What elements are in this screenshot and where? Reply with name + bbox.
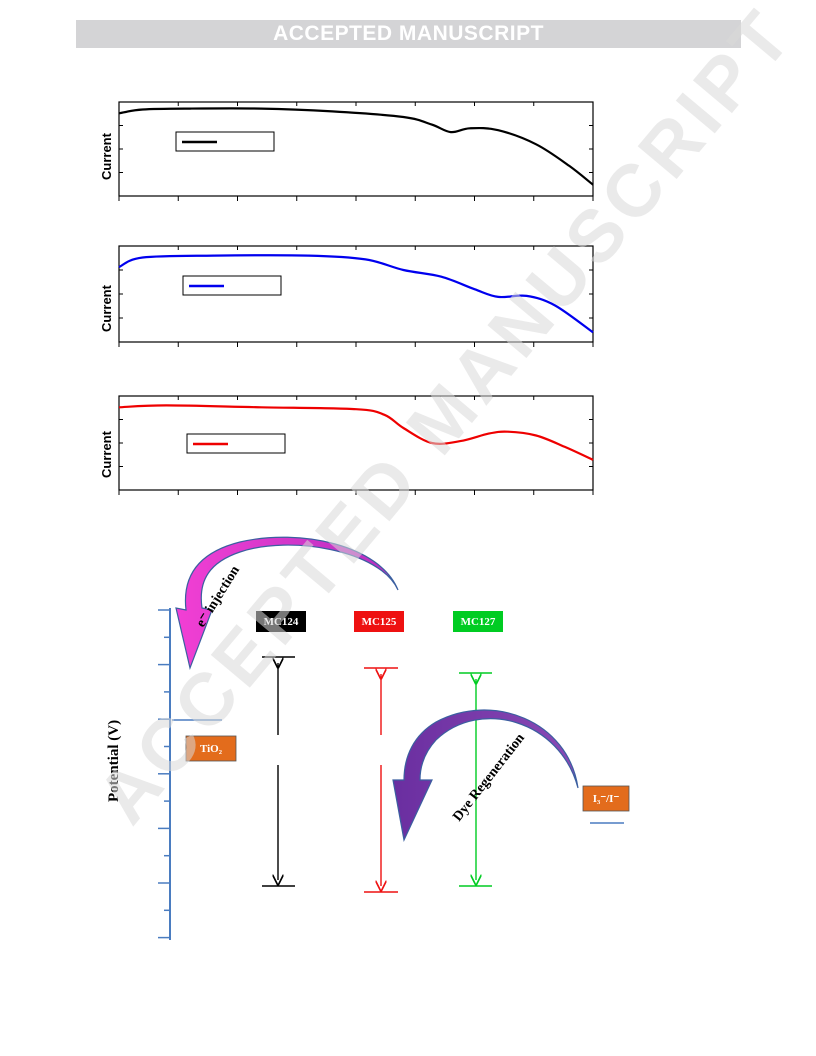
dye-label-mc125: MC125	[362, 616, 397, 628]
legend-box	[186, 433, 286, 454]
y-axis-label: Current	[99, 132, 114, 180]
tio2-label: TiO₂	[200, 743, 223, 755]
dye-label-mc127-box	[453, 611, 503, 632]
x-ticks	[118, 102, 594, 201]
tio2-box	[185, 735, 237, 762]
cv-chart-2: Current	[99, 245, 594, 347]
electrolyte-box	[582, 785, 630, 812]
energy-diagram-svg: Potential (V) TiO₂ I₃⁻/I⁻ MC124 MC125 MC…	[106, 536, 630, 940]
accepted-manuscript-banner: ACCEPTED MANUSCRIPT	[76, 20, 741, 48]
dye-label-mc124: MC124	[264, 616, 299, 628]
x-ticks	[118, 246, 594, 347]
legend-box	[175, 131, 275, 152]
mc125-levels	[364, 667, 398, 893]
dye-label-mc127: MC127	[461, 616, 496, 628]
cv-chart-1: Current	[99, 101, 594, 201]
axis-ticks	[158, 609, 170, 939]
dye-label-mc124-box	[256, 611, 306, 632]
legend-box	[182, 275, 282, 296]
potential-axis-title: Potential (V)	[106, 720, 122, 802]
cv-panel-3: Current	[0, 392, 816, 502]
x-ticks	[118, 396, 594, 495]
potential-axis	[158, 608, 171, 940]
y-ticks	[119, 419, 593, 467]
injection-arrow	[175, 536, 399, 671]
y-ticks	[119, 269, 593, 319]
cv-chart-3: Current	[99, 395, 594, 495]
y-axis-label: Current	[99, 284, 114, 332]
dye-label-mc125-box	[354, 611, 404, 632]
y-ticks	[119, 125, 593, 173]
series-line	[118, 404, 594, 461]
cv-panel-2: Current	[0, 242, 816, 352]
mc124-levels	[262, 656, 295, 887]
series-line	[118, 254, 594, 334]
y-axis-label: Current	[99, 430, 114, 478]
regeneration-label: Dye Regeneration	[450, 731, 528, 825]
regeneration-arrow	[392, 709, 579, 842]
energy-level-diagram: Potential (V) TiO₂ I₃⁻/I⁻ MC124 MC125 MC…	[0, 530, 816, 970]
series-line	[118, 107, 594, 186]
electrolyte-label: I₃⁻/I⁻	[593, 793, 620, 805]
cv-panel-1: Current	[0, 96, 816, 206]
